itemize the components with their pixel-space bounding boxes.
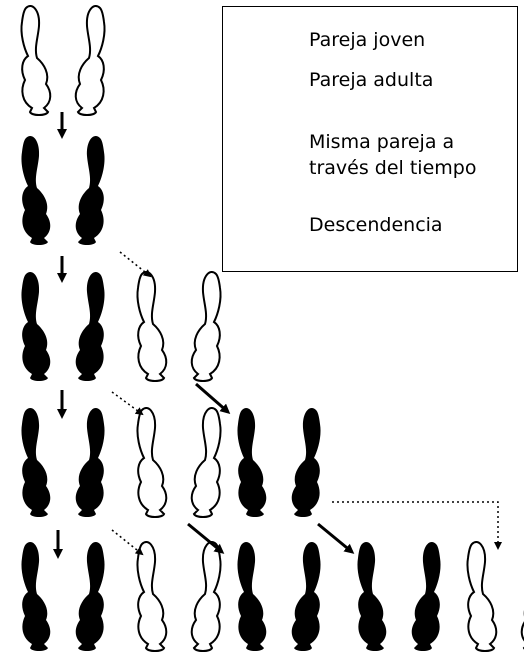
rabbit [190, 541, 222, 652]
legend-adult-label: Pareja adulta [309, 69, 434, 91]
same-pair-arrow [187, 522, 225, 554]
offspring-arrow [119, 251, 152, 278]
rabbit [136, 407, 168, 518]
young-pair [466, 541, 524, 652]
rabbit [237, 408, 267, 517]
rabbit [411, 542, 441, 651]
legend-same-pair-label-2: través del tiempo [309, 157, 477, 179]
same-pair-diagonal-arrows [187, 382, 355, 554]
rabbit [136, 541, 168, 652]
young-pair [20, 5, 106, 117]
rabbit [20, 5, 52, 117]
rabbit [75, 136, 105, 245]
rabbit [21, 542, 51, 651]
offspring-arrow [111, 391, 144, 416]
rabbit [291, 542, 321, 651]
same-pair-arrow [317, 522, 355, 554]
rabbit [357, 542, 387, 651]
adult-pair [21, 408, 105, 517]
same-pair-arrows [53, 112, 67, 559]
rabbit [21, 408, 51, 517]
legend-offspring-label: Descendencia [309, 214, 443, 236]
legend-box: Pareja joven Pareja adulta Misma pareja … [222, 6, 518, 272]
rabbit [291, 408, 321, 517]
rabbit [190, 271, 222, 382]
offspring-arrows [111, 251, 502, 556]
rabbit [75, 542, 105, 651]
adult-pair [357, 542, 441, 651]
rabbit [21, 136, 51, 245]
rabbit [75, 272, 105, 381]
offspring-arrow [111, 529, 144, 556]
young-pair [136, 271, 222, 382]
adult-pair [21, 542, 105, 651]
adult-pair [21, 272, 105, 381]
adult-pair [237, 408, 321, 517]
rabbit [136, 271, 168, 382]
rabbit [466, 541, 498, 652]
rabbit [75, 408, 105, 517]
offspring-arrow [332, 501, 502, 550]
young-pair [136, 541, 222, 652]
adult-pair [237, 542, 321, 651]
rabbit [21, 272, 51, 381]
rabbit [190, 407, 222, 518]
legend-young-label: Pareja joven [309, 29, 426, 51]
young-pair [136, 407, 222, 518]
adult-pair [21, 136, 105, 245]
rabbit [74, 5, 106, 117]
rabbit [237, 542, 267, 651]
legend-same-pair-label-1: Misma pareja a [309, 131, 455, 153]
same-pair-arrow [195, 382, 231, 414]
